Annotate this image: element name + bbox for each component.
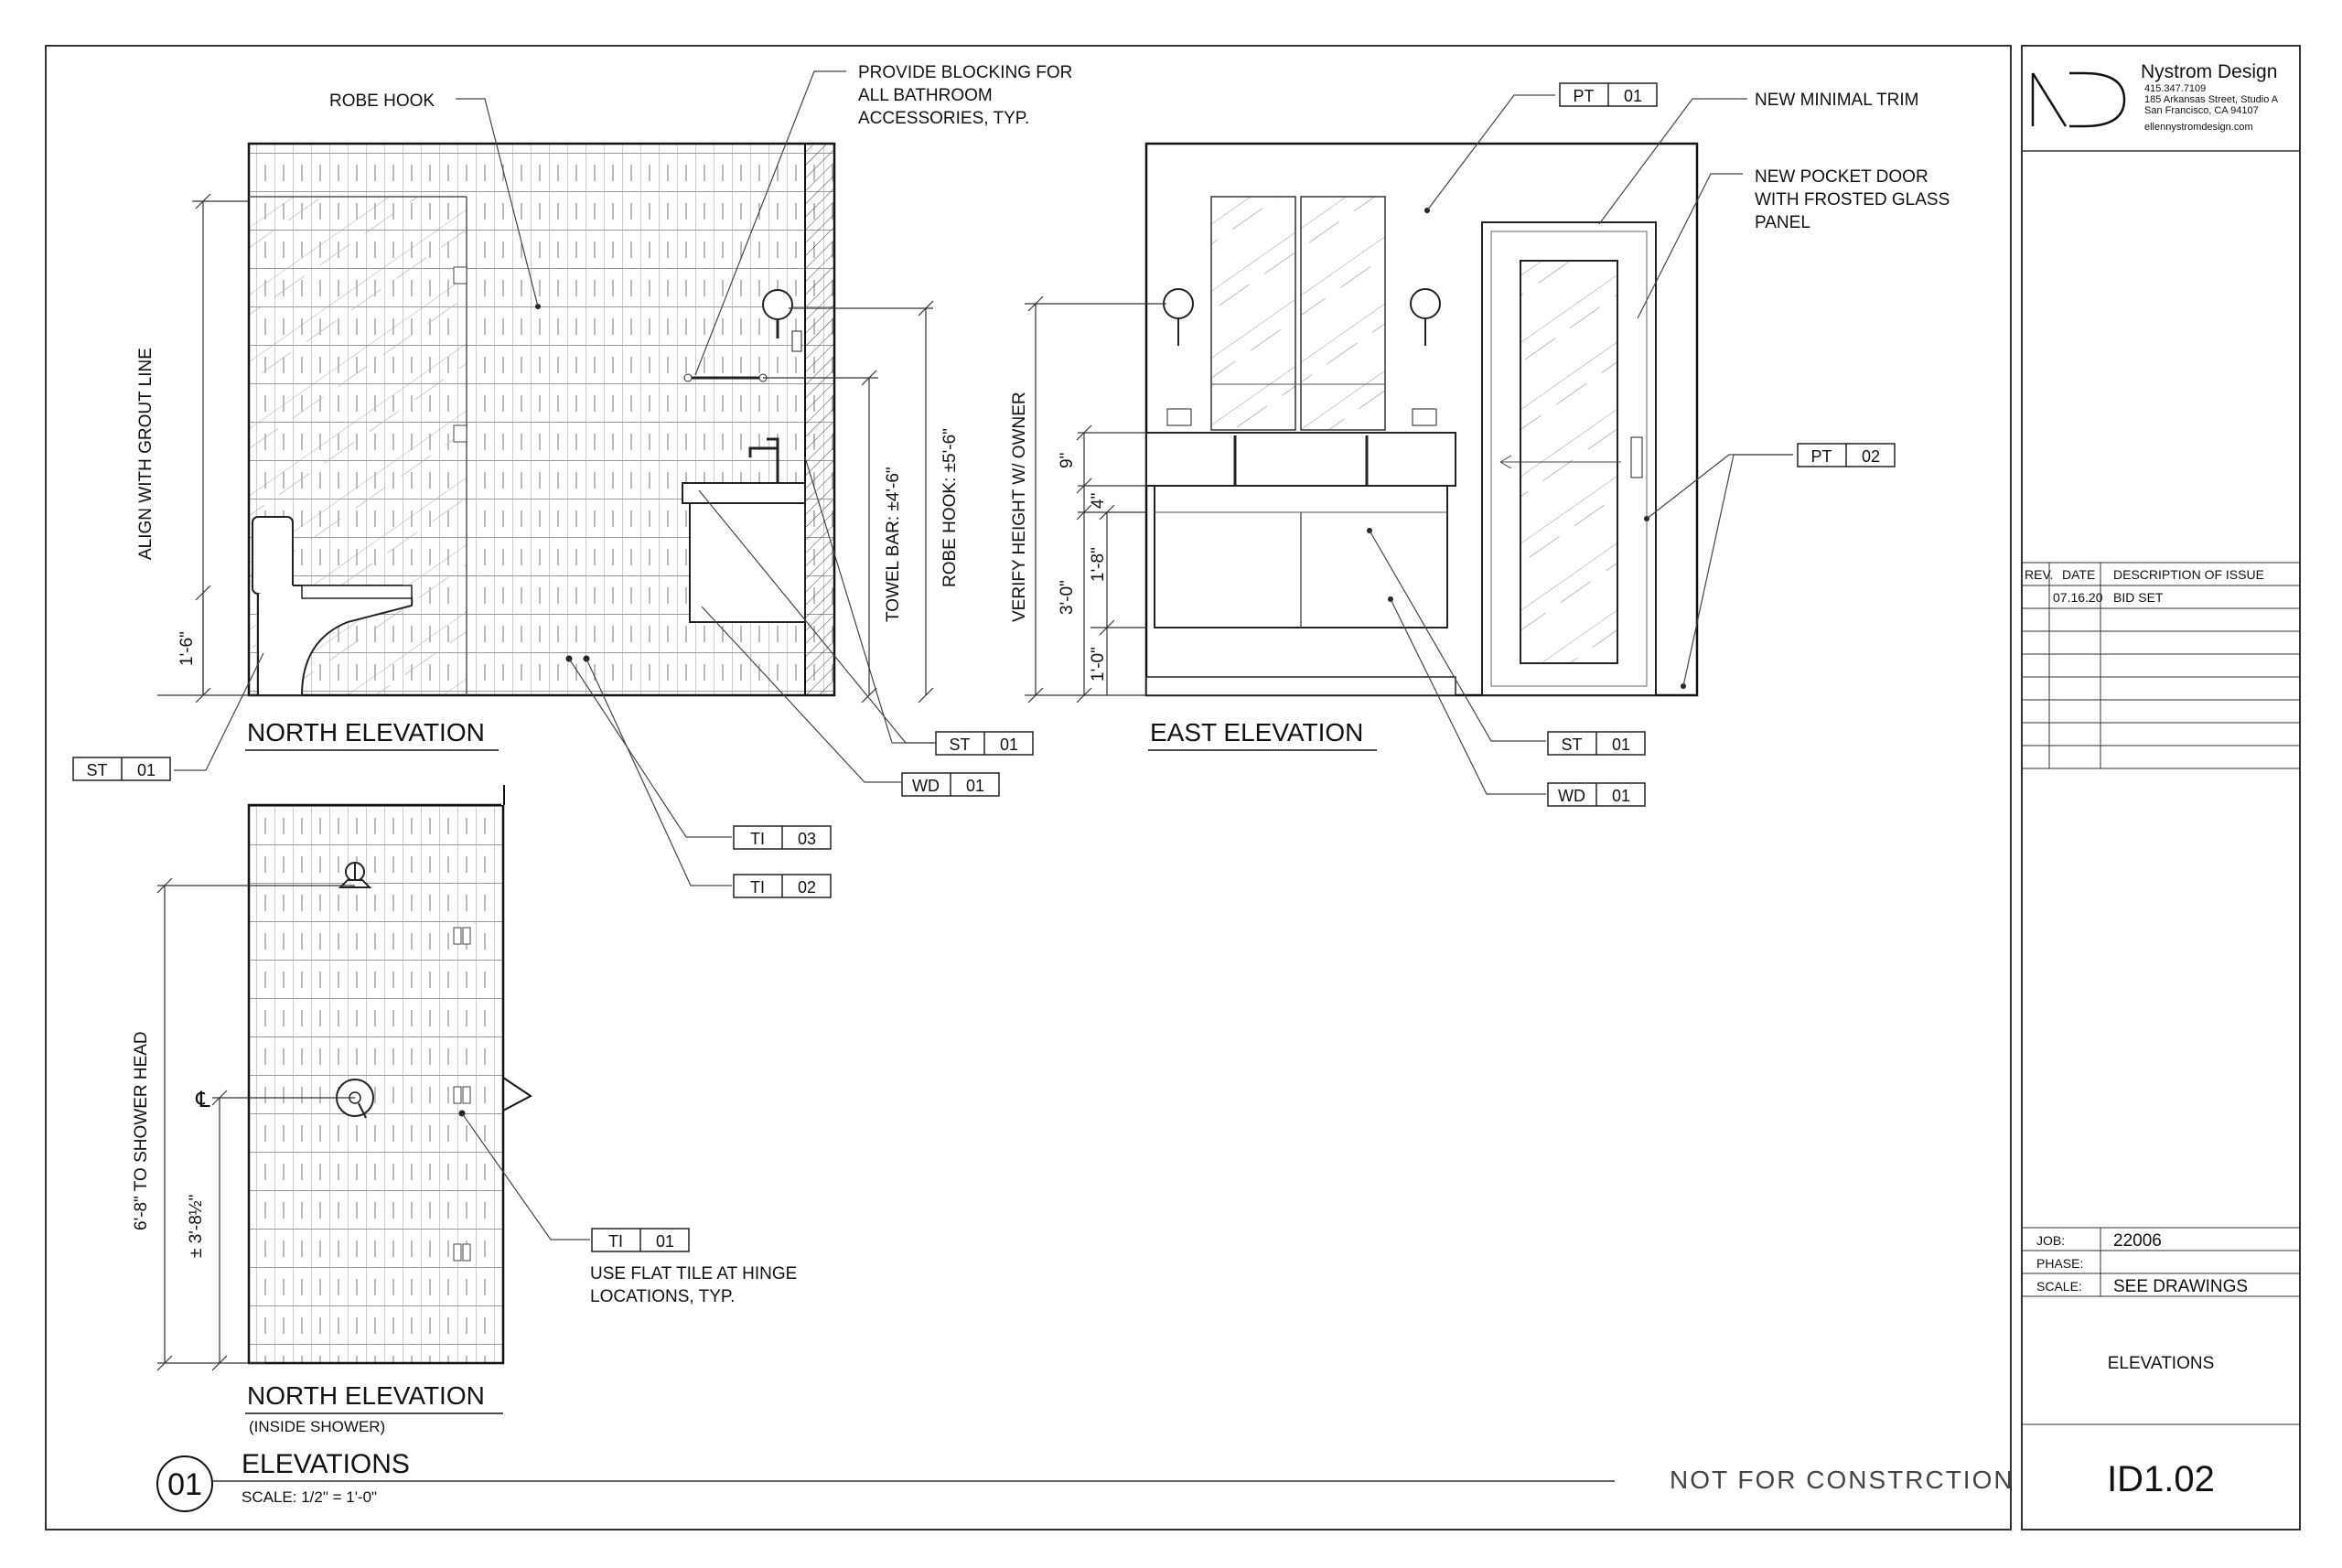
tag-wd-01-east: WD 01 — [1547, 782, 1646, 807]
tag-num: 01 — [1624, 87, 1642, 105]
blocking-note-line3: ACCESSORIES, TYP. — [858, 109, 1029, 128]
tag-num: 01 — [1612, 736, 1630, 754]
tag-pt-02: PT 02 — [1797, 443, 1896, 467]
tag-pt-01: PT 01 — [1559, 82, 1658, 107]
dim-3-0: 3'-0" — [1058, 580, 1077, 615]
robe-hook-note: ROBE HOOK — [329, 91, 435, 111]
tag-code: WD — [912, 777, 940, 795]
firm-web: ellennystromdesign.com — [2144, 122, 2253, 133]
tag-code: WD — [1558, 787, 1585, 805]
firm-logo — [2031, 71, 2126, 128]
flat-tile-note-line2: LOCATIONS, TYP. — [590, 1287, 735, 1306]
rev-header-date: DATE — [2062, 567, 2095, 582]
tag-ti-03: TI 03 — [733, 825, 832, 850]
tag-num: 01 — [137, 761, 156, 779]
tag-num: 01 — [966, 777, 984, 795]
sheet-title: ELEVATIONS — [2108, 1354, 2215, 1373]
tag-code: TI — [608, 1232, 623, 1251]
grout-line-dim: ALIGN WITH GROUT LINE — [136, 348, 156, 560]
sheet-number: ID1.02 — [2107, 1459, 2215, 1499]
blocking-note-line2: ALL BATHROOM — [858, 86, 993, 105]
tag-num: 01 — [1612, 787, 1630, 805]
firm-street: 185 Arkansas Street, Studio A — [2144, 94, 2279, 105]
job-value: 22006 — [2113, 1231, 2162, 1251]
dim-1-8: 1'-8" — [1089, 547, 1108, 582]
north-elevation-title: NORTH ELEVATION — [247, 718, 485, 746]
centerline-symbol: ℄ — [195, 1088, 210, 1112]
shower-elevation-title: NORTH ELEVATION — [247, 1381, 485, 1410]
tag-code: TI — [750, 878, 765, 897]
trim-note: NEW MINIMAL TRIM — [1755, 91, 1918, 110]
door-note-line2: WITH FROSTED GLASS — [1755, 190, 1950, 209]
east-elevation-title: EAST ELEVATION — [1150, 718, 1363, 746]
rev-header-desc: DESCRIPTION OF ISSUE — [2113, 567, 2264, 582]
firm-city: San Francisco, CA 94107 — [2144, 105, 2259, 116]
east-elevation — [1144, 142, 1699, 697]
dim-1-0: 1'-0" — [1089, 647, 1108, 682]
tag-code: ST — [86, 761, 107, 779]
north-elevation — [247, 142, 836, 697]
drawing-border — [45, 45, 2012, 1530]
revision-table — [2022, 562, 2300, 769]
job-label: JOB: — [2036, 1233, 2065, 1248]
tag-code: PT — [1573, 87, 1594, 105]
tag-st-01-east: ST 01 — [1547, 731, 1646, 756]
tag-st-01-left: ST 01 — [72, 757, 171, 781]
tag-num: 02 — [1862, 447, 1880, 466]
tag-num: 01 — [1000, 736, 1018, 754]
door-note-line1: NEW POCKET DOOR — [1755, 167, 1928, 187]
tag-code: ST — [1561, 736, 1582, 754]
tag-wd-01: WD 01 — [901, 772, 1000, 797]
rev-header-rev: REV. — [2025, 567, 2053, 582]
shower-head-dim: 6'-8" TO SHOWER HEAD — [132, 1031, 151, 1230]
firm-phone: 415.347.7109 — [2144, 83, 2206, 94]
tag-ti-01: TI 01 — [591, 1228, 690, 1252]
phase-label: PHASE: — [2036, 1256, 2083, 1271]
verify-height-dim: VERIFY HEIGHT W/ OWNER — [1010, 392, 1029, 622]
tag-num: 01 — [656, 1232, 674, 1251]
rev-row-date: 07.16.20 — [2053, 590, 2103, 605]
rev-row-desc: BID SET — [2113, 590, 2164, 605]
scale-label: SCALE: — [2036, 1279, 2082, 1294]
scale-value: SEE DRAWINGS — [2113, 1277, 2248, 1296]
shower-elevation-subtitle: (INSIDE SHOWER) — [249, 1418, 385, 1435]
robe-hook-dim: ROBE HOOK: ±5'-6" — [940, 428, 960, 587]
tag-code: TI — [750, 830, 765, 848]
tag-code: ST — [949, 736, 970, 754]
not-for-construction: NOT FOR CONSTRCTION — [1670, 1466, 2014, 1494]
tag-ti-02: TI 02 — [733, 874, 832, 898]
dim-9: 9" — [1058, 453, 1077, 468]
dim-4: 4" — [1089, 493, 1108, 509]
drawing-scale: SCALE: 1/2" = 1'-0" — [242, 1488, 377, 1506]
firm-name: Nystrom Design — [2141, 61, 2277, 82]
drawing-number: 01 — [167, 1467, 202, 1502]
blocking-note-line1: PROVIDE BLOCKING FOR — [858, 63, 1072, 82]
tag-code: PT — [1810, 447, 1832, 466]
towel-bar-dim: TOWEL BAR: ±4'-6" — [884, 467, 903, 622]
drawing-title: ELEVATIONS — [242, 1449, 410, 1479]
title-block-border — [2021, 45, 2301, 1530]
toilet-height-dim: 1'-6" — [177, 631, 197, 666]
door-note-line3: PANEL — [1755, 213, 1810, 232]
shower-elevation — [247, 782, 532, 1365]
tag-num: 03 — [798, 830, 816, 848]
tag-st-01-right: ST 01 — [935, 731, 1034, 756]
valve-height-dim: ± 3'-8½" — [187, 1195, 206, 1258]
drawing-number-bubble — [156, 1455, 213, 1512]
flat-tile-note-line1: USE FLAT TILE AT HINGE — [590, 1264, 797, 1283]
tag-num: 02 — [798, 878, 816, 897]
